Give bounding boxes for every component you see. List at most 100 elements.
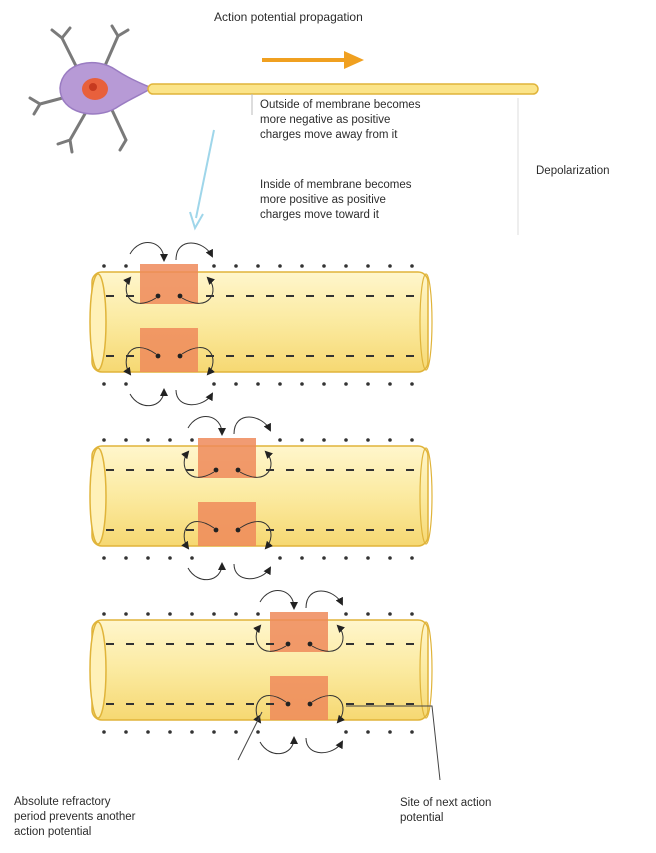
- zone-charge: [236, 528, 241, 533]
- outside-charge: [146, 556, 150, 560]
- outside-charge: [124, 438, 128, 442]
- outside-charge: [410, 556, 414, 560]
- current-flow-arrow: [306, 738, 342, 753]
- outside-charge: [300, 556, 304, 560]
- outside-charge: [366, 730, 370, 734]
- axon-panel-1: [90, 243, 432, 406]
- outside-charge: [278, 382, 282, 386]
- outside-charge: [212, 730, 216, 734]
- outside-charge: [344, 612, 348, 616]
- axon-end: [90, 448, 106, 544]
- outside-charge: [388, 264, 392, 268]
- outside-charge: [168, 612, 172, 616]
- current-flow-arrow: [130, 390, 164, 406]
- outside-charge: [366, 438, 370, 442]
- outside-charge: [168, 730, 172, 734]
- current-flow-arrow: [176, 390, 212, 405]
- outside-charge: [410, 382, 414, 386]
- depolarization-label: Depolarization: [536, 164, 610, 179]
- outside-charge: [124, 730, 128, 734]
- active-zone-top: [140, 264, 198, 304]
- outside-charge: [146, 438, 150, 442]
- axon-end: [90, 622, 106, 718]
- outside-charge: [366, 264, 370, 268]
- outside-charge: [102, 438, 106, 442]
- outside-charge: [410, 438, 414, 442]
- outside-charge: [344, 556, 348, 560]
- zone-charge: [214, 468, 219, 473]
- outside-charge: [190, 556, 194, 560]
- zone-charge: [178, 294, 183, 299]
- outside-charge: [168, 438, 172, 442]
- zone-charge: [286, 642, 291, 647]
- outside-charge: [388, 730, 392, 734]
- outside-charge: [102, 612, 106, 616]
- outside-charge: [190, 612, 194, 616]
- zone-charge: [178, 354, 183, 359]
- current-flow-arrow: [176, 243, 212, 260]
- outside-label: Outside of membrane becomes more negativ…: [260, 98, 420, 143]
- next-site-label: Site of next action potential: [400, 796, 491, 826]
- axon: [148, 84, 538, 94]
- current-flow-arrow: [260, 738, 294, 754]
- outside-charge: [410, 264, 414, 268]
- inside-label: Inside of membrane becomes more positive…: [260, 178, 412, 223]
- outside-charge: [146, 730, 150, 734]
- outside-charge: [300, 438, 304, 442]
- outside-charge: [366, 382, 370, 386]
- zone-charge: [156, 294, 161, 299]
- outside-charge: [410, 612, 414, 616]
- outside-charge: [278, 264, 282, 268]
- outside-charge: [344, 438, 348, 442]
- outside-charge: [124, 264, 128, 268]
- outside-charge: [410, 730, 414, 734]
- axon-end: [90, 274, 106, 370]
- zone-charge: [236, 468, 241, 473]
- refractory-label: Absolute refractory period prevents anot…: [14, 795, 135, 840]
- outside-charge: [146, 612, 150, 616]
- outside-charge: [256, 730, 260, 734]
- zone-charge: [286, 702, 291, 707]
- outside-charge: [366, 612, 370, 616]
- current-flow-arrow: [306, 591, 342, 608]
- outside-charge: [234, 382, 238, 386]
- axon-cylinder: [92, 446, 428, 546]
- outside-charge: [344, 382, 348, 386]
- outside-charge: [344, 730, 348, 734]
- pointer-arrow: [196, 130, 214, 218]
- outside-charge: [102, 382, 106, 386]
- outside-charge: [256, 382, 260, 386]
- zone-charge: [308, 642, 313, 647]
- axon-cylinder: [92, 620, 428, 720]
- zone-charge: [214, 528, 219, 533]
- active-zone-top: [198, 438, 256, 478]
- outside-charge: [212, 612, 216, 616]
- outside-charge: [256, 612, 260, 616]
- zone-charge: [308, 702, 313, 707]
- axon-panel-3: [90, 591, 432, 754]
- current-flow-arrow: [130, 243, 164, 260]
- outside-charge: [234, 612, 238, 616]
- outside-charge: [322, 438, 326, 442]
- outside-charge: [388, 382, 392, 386]
- outside-charge: [212, 382, 216, 386]
- outside-charge: [190, 438, 194, 442]
- axon-panel-2: [90, 417, 432, 580]
- outside-charge: [102, 264, 106, 268]
- outside-charge: [300, 382, 304, 386]
- outside-charge: [124, 556, 128, 560]
- outside-charge: [190, 730, 194, 734]
- outside-charge: [388, 438, 392, 442]
- outside-charge: [388, 612, 392, 616]
- outside-charge: [366, 556, 370, 560]
- outside-charge: [388, 556, 392, 560]
- outside-charge: [234, 730, 238, 734]
- zone-charge: [156, 354, 161, 359]
- outside-charge: [256, 264, 260, 268]
- active-zone-top: [270, 612, 328, 652]
- outside-charge: [322, 556, 326, 560]
- outside-charge: [102, 556, 106, 560]
- propagation-label: Action potential propagation: [214, 10, 363, 25]
- outside-charge: [278, 556, 282, 560]
- current-flow-arrow: [188, 564, 222, 580]
